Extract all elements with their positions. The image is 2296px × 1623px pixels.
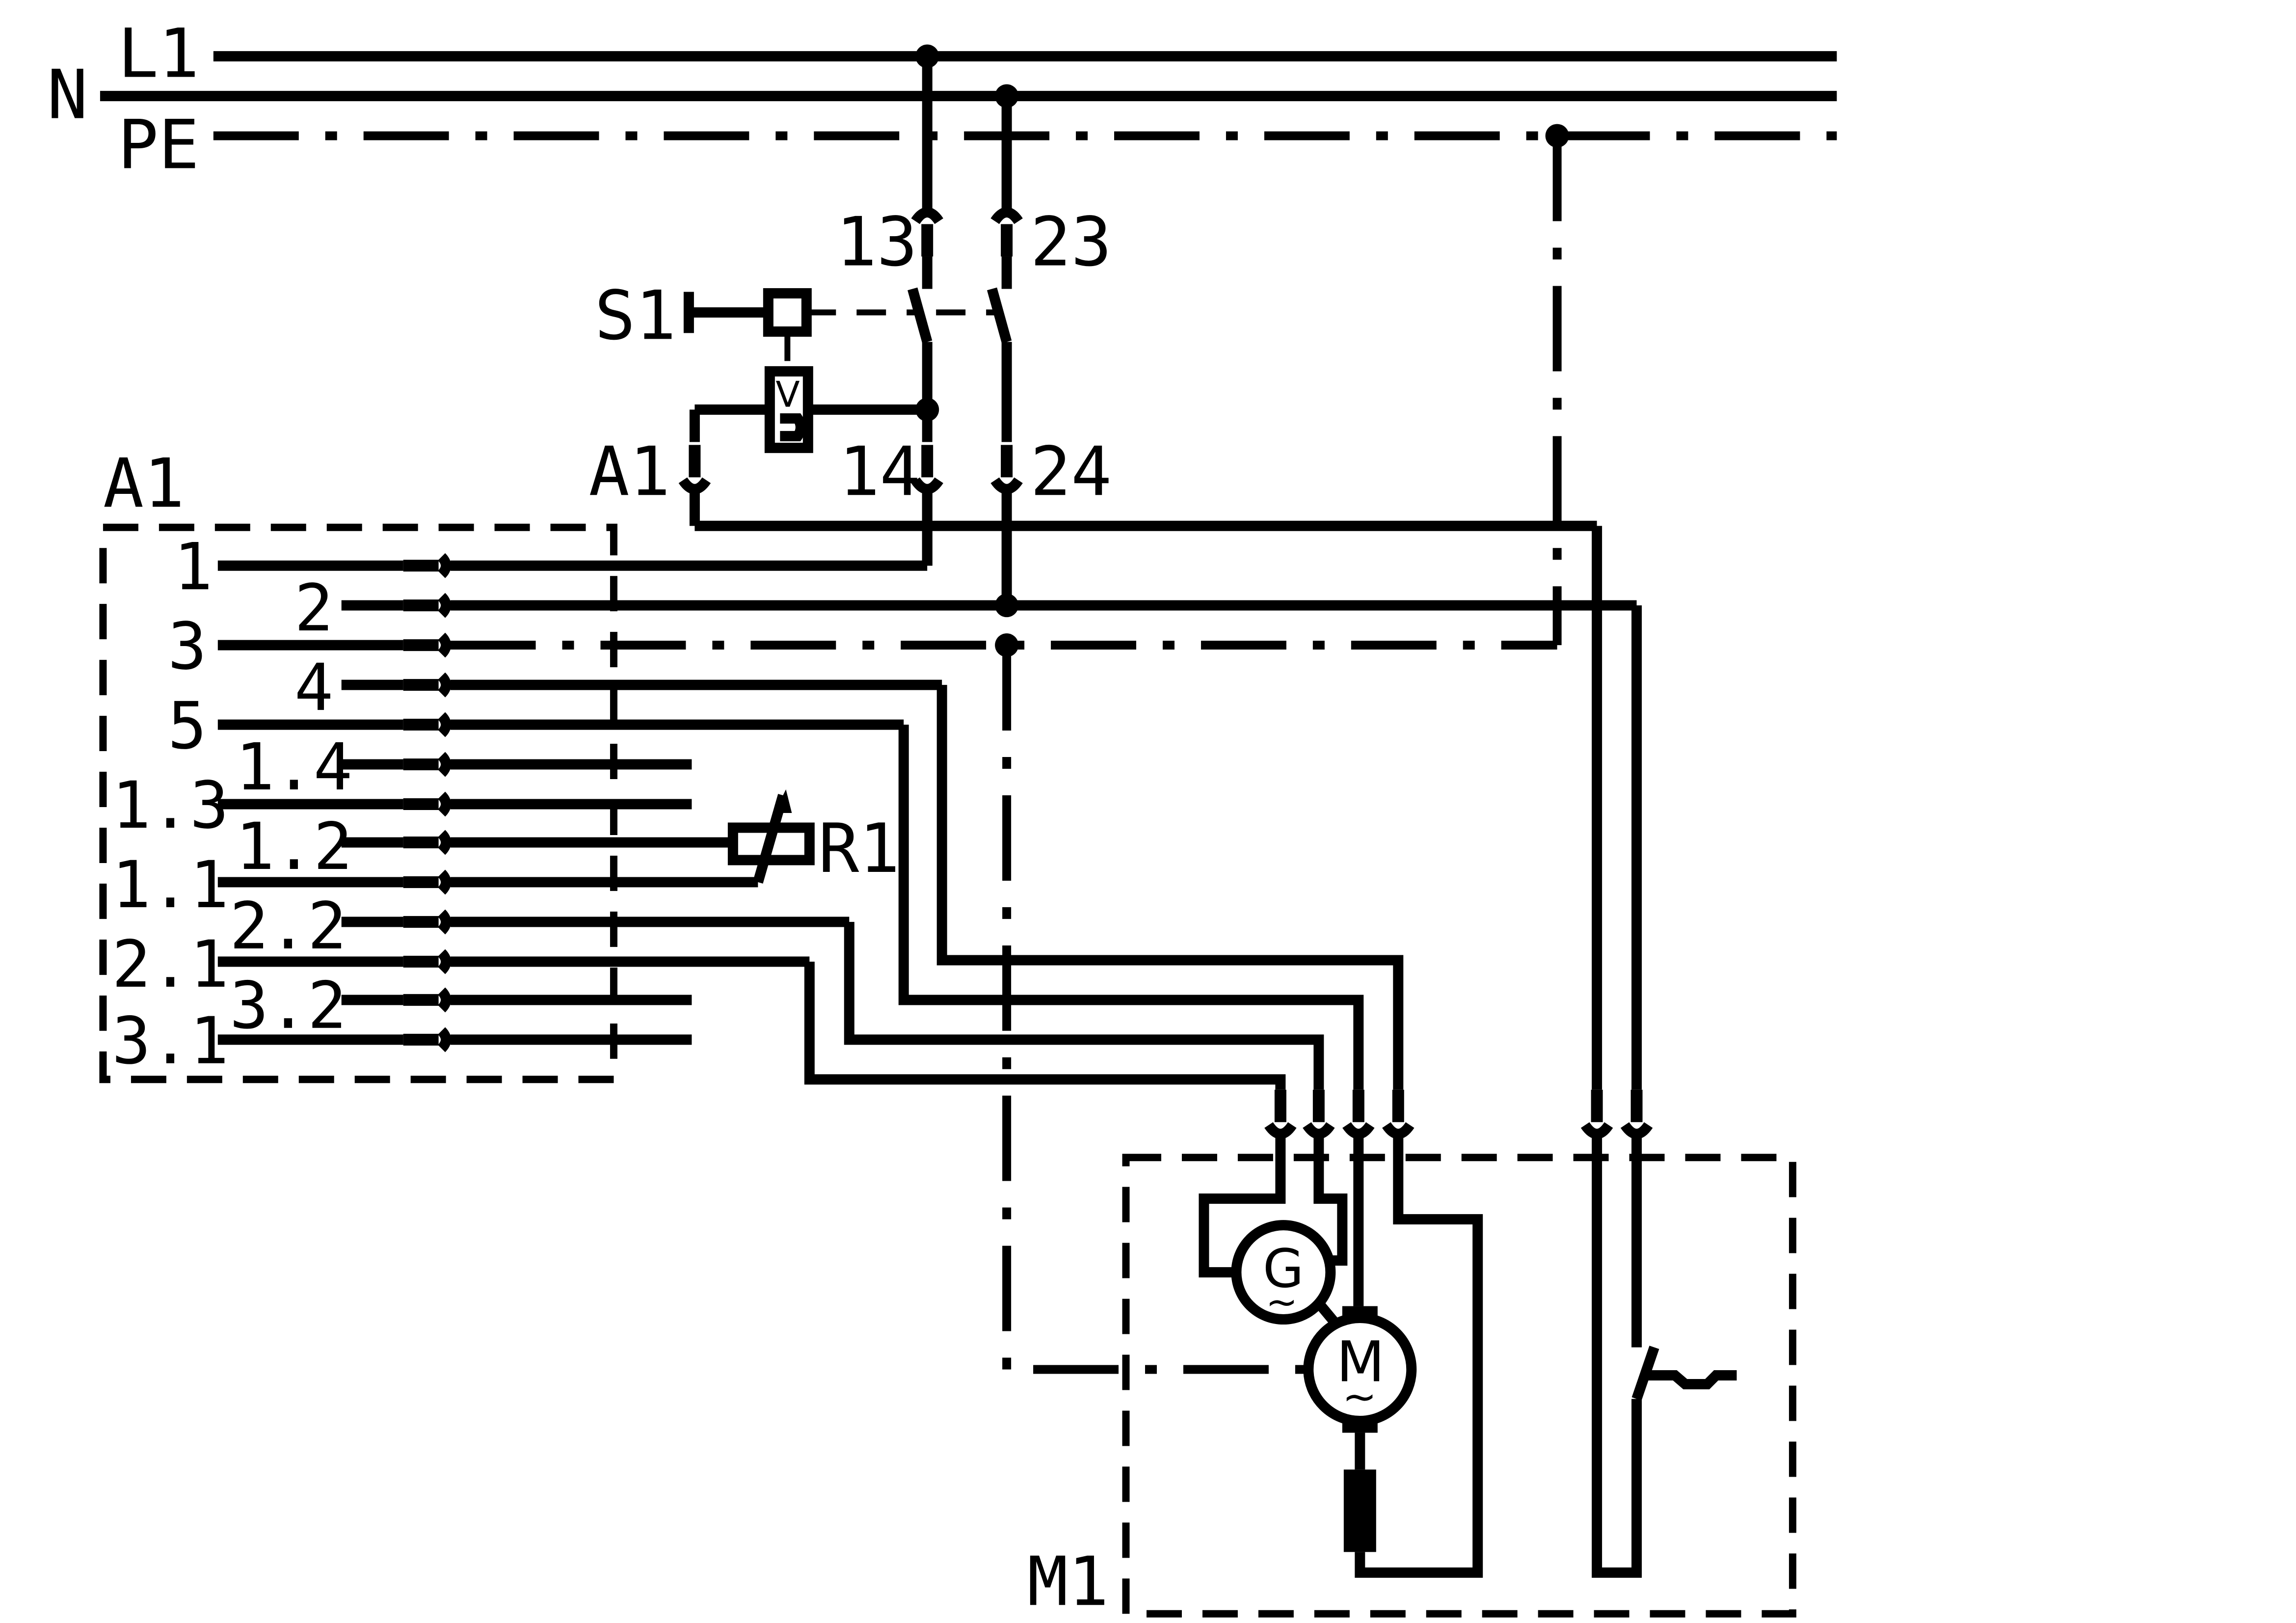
label-a1-coil: A1 [588,432,670,511]
svg-text:1.2: 1.2 [236,810,352,885]
label-contact-24: 24 [1030,432,1112,511]
a1-terminal-1-3: 1.3 [112,768,692,843]
label-contact-23: 23 [1030,202,1112,281]
a1-terminal-3: 3 [168,609,1557,684]
delay-coil: V A1 [588,366,1597,531]
m1-enclosure [1122,1154,1796,1618]
svg-text:3.2: 3.2 [230,969,347,1044]
a1-terminal-1-2: 1.2 [236,810,733,885]
potentiometer-r1: R1 [727,789,900,888]
a1-terminal-2-2: 2.2 [230,889,850,964]
tacho-generator [1231,1220,1336,1325]
motor-letter: M [1336,1329,1385,1395]
junction-l1 [915,44,939,68]
a1-terminal-5: 5 [168,689,904,764]
motor-assembly-m1: M1 G ~ M ~ [1027,1134,1796,1621]
svg-text:1.1: 1.1 [112,848,229,923]
a1-terminal-2-1: 2.1 [112,927,810,1002]
a1-terminal-1: 1 [174,530,928,605]
svg-text:1.4: 1.4 [236,730,352,805]
svg-text:2.1: 2.1 [112,927,229,1002]
motor-wiring [804,135,1642,1374]
label-l1: L1 [118,14,199,93]
a1-terminal-1-4: 1.4 [236,730,692,805]
a1-terminal-1-1: 1.1 [112,848,758,923]
svg-text:1: 1 [174,530,213,605]
bus-bars: N L1 PE [47,14,1837,185]
a1-terminal-2: 2 [294,571,1637,646]
svg-text:1.3: 1.3 [112,768,229,843]
motor-connectors [1264,1089,1653,1139]
label-a1-device: A1 [103,444,185,523]
label-r1: R1 [818,809,900,888]
label-contact-14: 14 [839,432,920,511]
label-m1: M1 [1027,1542,1109,1621]
a1-terminal-3-1: 3.1 [112,1004,692,1079]
generator-ac: ~ [1266,1280,1298,1325]
generator-letter: G [1263,1239,1304,1300]
label-n: N [47,55,88,135]
svg-text:3: 3 [168,609,207,684]
motor-ac: ~ [1342,1372,1377,1420]
label-pe: PE [118,106,199,185]
brake-coil [1343,1469,1376,1552]
svg-text:2: 2 [294,571,333,646]
junction-row2 [995,594,1019,618]
svg-text:5: 5 [168,689,207,764]
label-s1: S1 [594,276,676,355]
svg-text:2.2: 2.2 [230,889,347,964]
device-a1: A1 1 2 3 4 5 [99,444,1637,1083]
a1-terminal-3-2: 3.2 [230,969,692,1044]
s1-actuator [763,288,812,337]
svg-text:3.1: 3.1 [112,1004,229,1079]
a1-terminal-4: 4 [294,650,942,726]
label-contact-13: 13 [836,202,917,281]
svg-text:4: 4 [294,650,333,726]
delay-coil-symbol: V [775,374,800,415]
switch-s1: S1 [594,276,995,372]
